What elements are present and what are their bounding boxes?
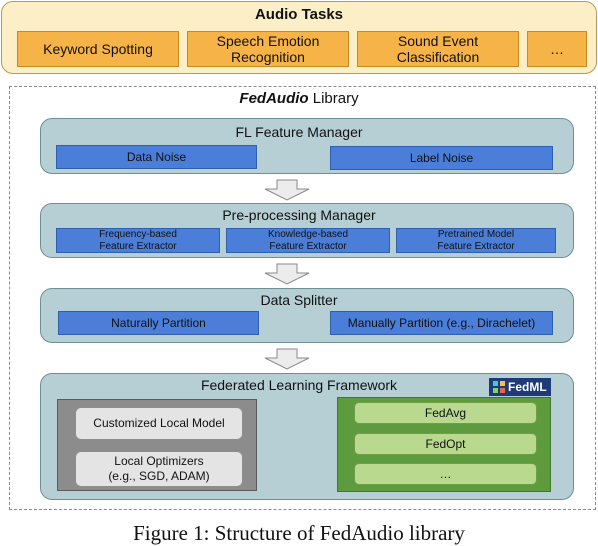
data-noise-box: Data Noise bbox=[56, 145, 257, 169]
fedaudio-library-container bbox=[9, 86, 596, 510]
audio-tasks-title: Audio Tasks bbox=[254, 6, 344, 23]
library-title: FedAudio Library bbox=[0, 90, 598, 107]
task-speech-emotion-recognition: Speech Emotion Recognition bbox=[187, 31, 349, 67]
task-sound-event-classification: Sound Event Classification bbox=[357, 31, 519, 67]
pretrained-feature-extractor-box: Pretrained Model Feature Extractor bbox=[396, 228, 556, 253]
fedopt-box: FedOpt bbox=[354, 433, 537, 455]
fl-feature-manager-title: FL Feature Manager bbox=[235, 124, 363, 140]
down-arrow-icon bbox=[264, 348, 310, 370]
fedml-badge: FedML bbox=[489, 378, 551, 396]
data-splitter-title: Data Splitter bbox=[260, 292, 338, 308]
customized-local-model-box: Customized Local Model bbox=[75, 407, 243, 440]
preprocessing-manager-title: Pre-processing Manager bbox=[222, 207, 376, 223]
down-arrow-icon bbox=[264, 179, 310, 201]
more-algorithms-box: … bbox=[354, 463, 537, 485]
fedml-logo-icon bbox=[493, 381, 505, 393]
knowledge-feature-extractor-box: Knowledge-based Feature Extractor bbox=[226, 228, 390, 253]
naturally-partition-box: Naturally Partition bbox=[58, 311, 259, 335]
frequency-feature-extractor-box: Frequency-based Feature Extractor bbox=[56, 228, 220, 253]
fedml-badge-label: FedML bbox=[508, 380, 547, 394]
down-arrow-icon bbox=[264, 263, 310, 285]
task-more: … bbox=[527, 31, 587, 67]
manually-partition-box: Manually Partition (e.g., Dirachelet) bbox=[330, 311, 553, 335]
library-suffix: Library bbox=[308, 90, 359, 107]
figure-caption: Figure 1: Structure of FedAudio library bbox=[133, 521, 465, 545]
task-keyword-spotting: Keyword Spotting bbox=[17, 31, 179, 67]
label-noise-box: Label Noise bbox=[330, 146, 553, 170]
fedavg-box: FedAvg bbox=[354, 402, 537, 424]
local-optimizers-box: Local Optimizers (e.g., SGD, ADAM) bbox=[75, 451, 243, 487]
fl-framework-title: Federated Learning Framework bbox=[200, 377, 398, 393]
library-name: FedAudio bbox=[239, 90, 309, 107]
